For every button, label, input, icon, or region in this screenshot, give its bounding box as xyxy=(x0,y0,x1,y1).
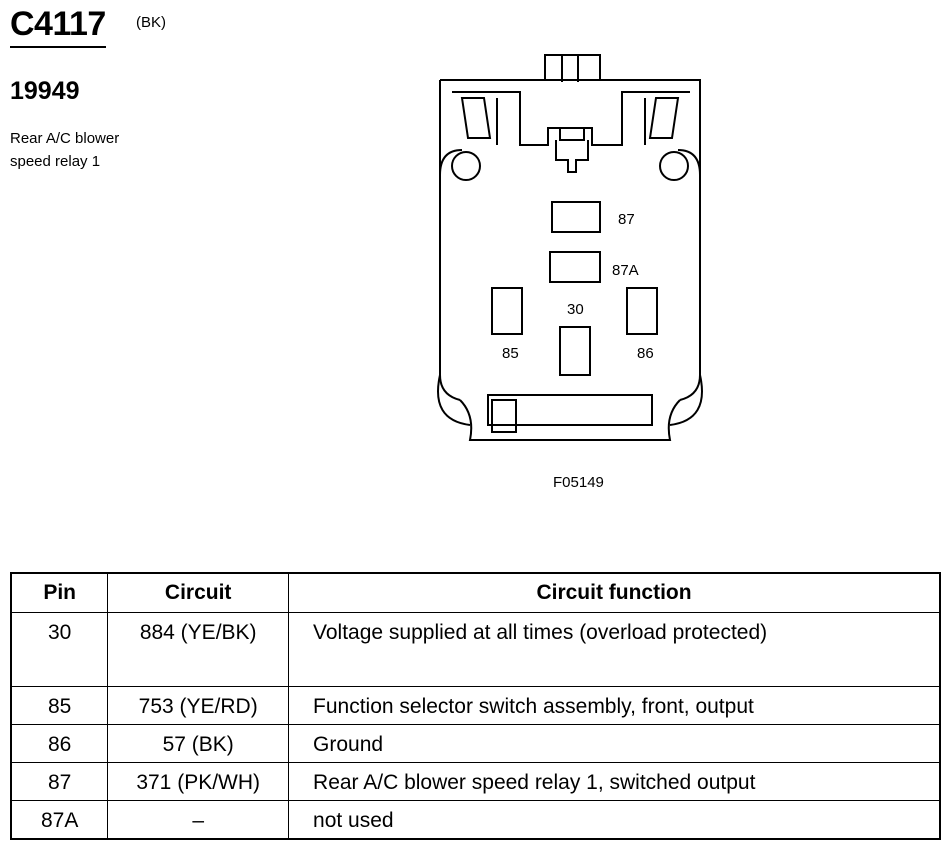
pin-labels: 87 87A 30 85 86 xyxy=(502,211,654,362)
table-row: 87A – not used xyxy=(10,800,941,839)
connector-face-diagram: 87 87A 30 85 86 F05149 xyxy=(437,54,703,491)
cell-pin: 87 xyxy=(10,762,109,801)
cell-pin: 86 xyxy=(10,724,109,763)
cell-circuit: 753 (YE/RD) xyxy=(107,686,290,725)
pin-cavities xyxy=(491,201,658,376)
pin-table: Pin Circuit Circuit function 30 884 (YE/… xyxy=(10,572,941,840)
table-row: 86 57 (BK) Ground xyxy=(10,724,941,763)
connector-id: C4117 xyxy=(10,4,106,48)
pin-cavity-30 xyxy=(559,326,591,376)
header-circuit-function: Circuit function xyxy=(288,572,941,613)
pin-cavity-87 xyxy=(551,201,601,233)
pin-label-85: 85 xyxy=(502,345,519,362)
table-row: 85 753 (YE/RD) Function selector switch … xyxy=(10,686,941,725)
part-description: Rear A/C blower speed relay 1 xyxy=(10,127,190,173)
connector-color-code: (BK) xyxy=(136,14,166,31)
figure-id: F05149 xyxy=(553,474,604,491)
cell-circuit: 884 (YE/BK) xyxy=(107,612,290,687)
part-description-line-1: Rear A/C blower xyxy=(10,130,120,147)
pin-label-30: 30 xyxy=(567,301,584,318)
pin-cavity-85 xyxy=(491,287,523,335)
pin-label-87a: 87A xyxy=(612,262,639,279)
cell-pin: 85 xyxy=(10,686,109,725)
table-row: 87 371 (PK/WH) Rear A/C blower speed rel… xyxy=(10,762,941,801)
header-circuit: Circuit xyxy=(107,572,290,613)
pin-label-86: 86 xyxy=(637,345,654,362)
cell-pin: 30 xyxy=(10,612,109,687)
pin-cavity-86 xyxy=(626,287,658,335)
cell-function: Function selector switch assembly, front… xyxy=(288,686,941,725)
cell-function: Voltage supplied at all times (overload … xyxy=(288,612,941,687)
connector-outline xyxy=(437,54,703,441)
pin-cavity-87a xyxy=(549,251,601,283)
cell-circuit: – xyxy=(107,800,290,839)
pin-label-87: 87 xyxy=(618,211,635,228)
part-number: 19949 xyxy=(10,77,80,105)
cell-function: not used xyxy=(288,800,941,839)
cell-circuit: 371 (PK/WH) xyxy=(107,762,290,801)
pin-table-header-row: Pin Circuit Circuit function xyxy=(10,572,941,613)
cell-circuit: 57 (BK) xyxy=(107,724,290,763)
table-row: 30 884 (YE/BK) Voltage supplied at all t… xyxy=(10,612,941,687)
header-pin: Pin xyxy=(10,572,109,613)
cell-function: Ground xyxy=(288,724,941,763)
cell-function: Rear A/C blower speed relay 1, switched … xyxy=(288,762,941,801)
cell-pin: 87A xyxy=(10,800,109,839)
part-description-line-2: speed relay 1 xyxy=(10,153,101,170)
